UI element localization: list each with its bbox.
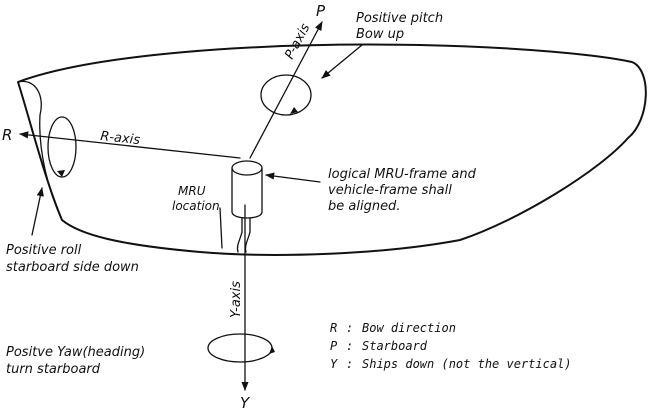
mru-sensor-icon: [231, 160, 263, 253]
frame-annotation-line3: be aligned.: [328, 199, 400, 214]
roll-annotation-line2: starboard side down: [6, 260, 139, 275]
p-axis-letter: P: [316, 2, 326, 20]
p-axis: [249, 21, 323, 159]
frame-pointer-arrow: [265, 172, 321, 183]
y-axis-label: Y-axis: [229, 281, 244, 318]
mru-location-line1: MRU: [178, 184, 206, 198]
mru-location-line2: location: [172, 199, 220, 213]
legend-key: R: [330, 321, 337, 335]
legend-key: Y: [330, 357, 338, 371]
pitch-annotation-line1: Positive pitch: [356, 11, 443, 26]
yaw-rotation-icon: [207, 333, 275, 363]
frame-annotation-line2: vehicle-frame shall: [328, 183, 452, 198]
legend-key: P: [330, 339, 338, 353]
axis-legend: R : Bow direction P : Starboard Y : Ship…: [330, 321, 572, 371]
legend-desc: Starboard: [362, 339, 428, 353]
legend-desc: Bow direction: [362, 321, 456, 335]
yaw-annotation-line1: Positve Yaw(heading): [6, 345, 145, 360]
pitch-annotation-line2: Bow up: [356, 27, 404, 42]
frame-annotation-line1: logical MRU-frame and: [328, 167, 477, 182]
legend-desc: Ships down (not the vertical): [362, 357, 572, 371]
roll-annotation-line1: Positive roll: [6, 243, 82, 258]
y-axis-letter: Y: [240, 394, 251, 412]
pitch-rotation-icon: [260, 74, 312, 116]
legend-sep: :: [346, 339, 353, 353]
r-axis: [19, 131, 241, 159]
legend-sep: :: [346, 357, 353, 371]
p-axis-label: P-axis: [282, 21, 313, 62]
pitch-pointer-arrow: [321, 44, 363, 79]
ship-hull: [17, 43, 647, 256]
mru-location-leader: [219, 207, 223, 249]
r-axis-label: R-axis: [100, 129, 141, 148]
roll-pointer-arrow: [31, 187, 44, 236]
yaw-annotation-line2: turn starboard: [6, 362, 101, 377]
r-axis-letter: R: [2, 126, 12, 144]
roll-rotation-icon: [47, 116, 77, 178]
legend-sep: :: [346, 321, 353, 335]
